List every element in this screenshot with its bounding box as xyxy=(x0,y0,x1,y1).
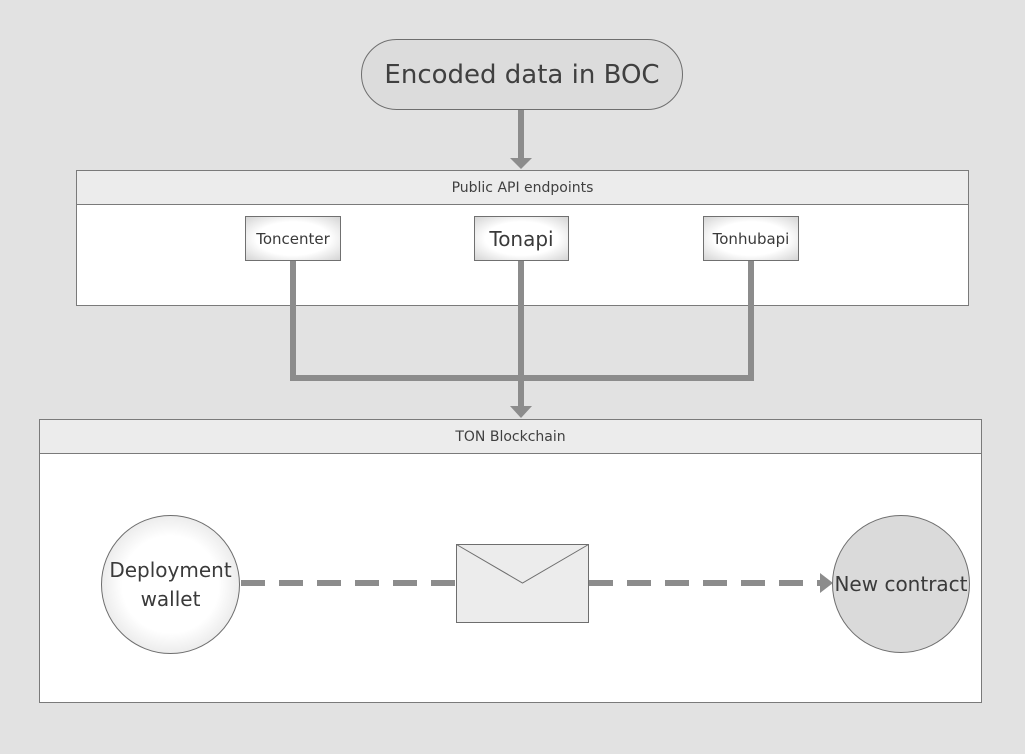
deployment-wallet-label-line1: Deployment xyxy=(109,557,232,582)
endpoint-tonhubapi-label: Tonhubapi xyxy=(712,229,790,248)
arrowhead-api xyxy=(510,158,532,169)
arrowhead-ton xyxy=(510,406,532,418)
endpoint-toncenter: Toncenter xyxy=(245,216,341,261)
endpoint-tonapi-label: Tonapi xyxy=(489,226,554,251)
new-contract-label: New contract xyxy=(834,571,968,596)
endpoint-toncenter-label: Toncenter xyxy=(256,229,330,248)
endpoint-tonhubapi: Tonhubapi xyxy=(703,216,799,261)
ton-blockchain-header: TON Blockchain xyxy=(40,420,981,454)
ton-blockchain-title: TON Blockchain xyxy=(455,428,566,445)
envelope-icon xyxy=(456,544,589,623)
new-contract-node: New contract xyxy=(832,515,970,653)
public-api-header: Public API endpoints xyxy=(77,171,968,205)
public-api-title: Public API endpoints xyxy=(451,179,594,196)
start-node-label: Encoded data in BOC xyxy=(384,59,660,90)
endpoint-tonapi: Tonapi xyxy=(474,216,569,261)
deployment-wallet-label-line2: wallet xyxy=(140,586,201,611)
deployment-wallet-node: Deployment wallet xyxy=(101,515,240,654)
start-node: Encoded data in BOC xyxy=(361,39,683,110)
